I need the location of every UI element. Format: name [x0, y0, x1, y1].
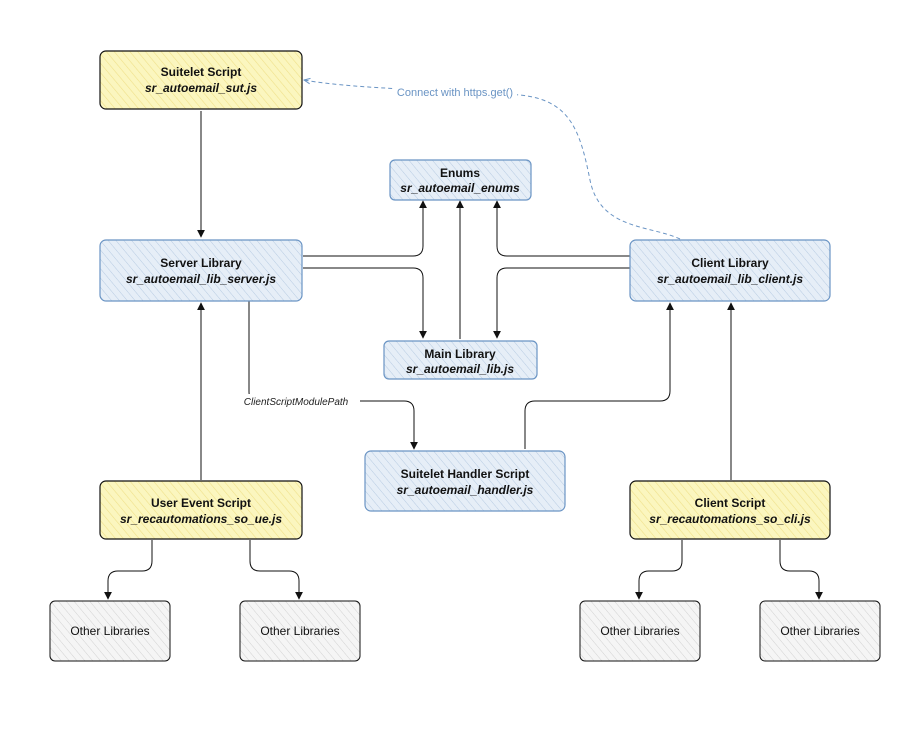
edge-ue-to-other-1	[104, 540, 153, 600]
edge-cli-to-other-4	[779, 540, 823, 600]
edge-client-to-enums	[493, 200, 630, 257]
edge-label-bg-https	[393, 84, 517, 100]
node-suitelet-handler-script: Suitelet Handler Script sr_autoemail_han…	[364, 450, 566, 512]
node-label: Other Libraries	[70, 624, 149, 638]
node-subtitle: sr_recautomations_so_cli.js	[649, 512, 811, 526]
edge-server-to-enums	[303, 200, 427, 257]
node-label: Other Libraries	[780, 624, 859, 638]
node-subtitle: sr_autoemail_handler.js	[397, 483, 534, 497]
node-title: User Event Script	[151, 496, 251, 510]
node-label: Other Libraries	[600, 624, 679, 638]
edge-client-to-main	[493, 267, 630, 339]
node-server-library: Server Library sr_autoemail_lib_server.j…	[99, 239, 303, 302]
edge-label-client-script-module-path: ClientScriptModulePath	[244, 397, 349, 408]
node-suitelet-script: Suitelet Script sr_autoemail_sut.js	[99, 50, 303, 110]
node-subtitle: sr_autoemail_lib.js	[406, 362, 514, 376]
edge-handler-to-client	[524, 302, 674, 449]
node-title: Suitelet Script	[161, 65, 242, 79]
node-other-libraries-3: Other Libraries	[579, 600, 701, 662]
edge-server-to-main	[303, 267, 427, 339]
node-subtitle: sr_recautomations_so_ue.js	[120, 512, 282, 526]
node-client-script: Client Script sr_recautomations_so_cli.j…	[629, 480, 831, 540]
node-other-libraries-2: Other Libraries	[239, 600, 361, 662]
node-main-library: Main Library sr_autoemail_lib.js	[383, 340, 538, 380]
edge-ue-to-other-2	[249, 540, 303, 600]
node-title: Enums	[440, 166, 480, 180]
node-title: Main Library	[424, 347, 496, 361]
node-label: Other Libraries	[260, 624, 339, 638]
node-user-event-script: User Event Script sr_recautomations_so_u…	[99, 480, 303, 540]
node-title: Client Script	[695, 496, 766, 510]
node-title: Suitelet Handler Script	[401, 467, 530, 481]
node-subtitle: sr_autoemail_enums	[400, 181, 520, 195]
edge-cli-to-other-3	[635, 540, 683, 600]
edge-client-to-suitelet-dashed	[304, 80, 681, 240]
node-subtitle: sr_autoemail_sut.js	[145, 81, 257, 95]
node-client-library: Client Library sr_autoemail_lib_client.j…	[629, 239, 831, 302]
node-other-libraries-1: Other Libraries	[49, 600, 171, 662]
edge-label-https-get: Connect with https.get()	[397, 87, 513, 99]
node-title: Client Library	[691, 256, 769, 270]
node-other-libraries-4: Other Libraries	[759, 600, 881, 662]
node-title: Server Library	[160, 256, 242, 270]
node-subtitle: sr_autoemail_lib_client.js	[657, 272, 803, 286]
edge-label-bg-module-path	[232, 394, 360, 408]
node-subtitle: sr_autoemail_lib_server.js	[126, 272, 276, 286]
node-enums: Enums sr_autoemail_enums	[389, 159, 532, 201]
